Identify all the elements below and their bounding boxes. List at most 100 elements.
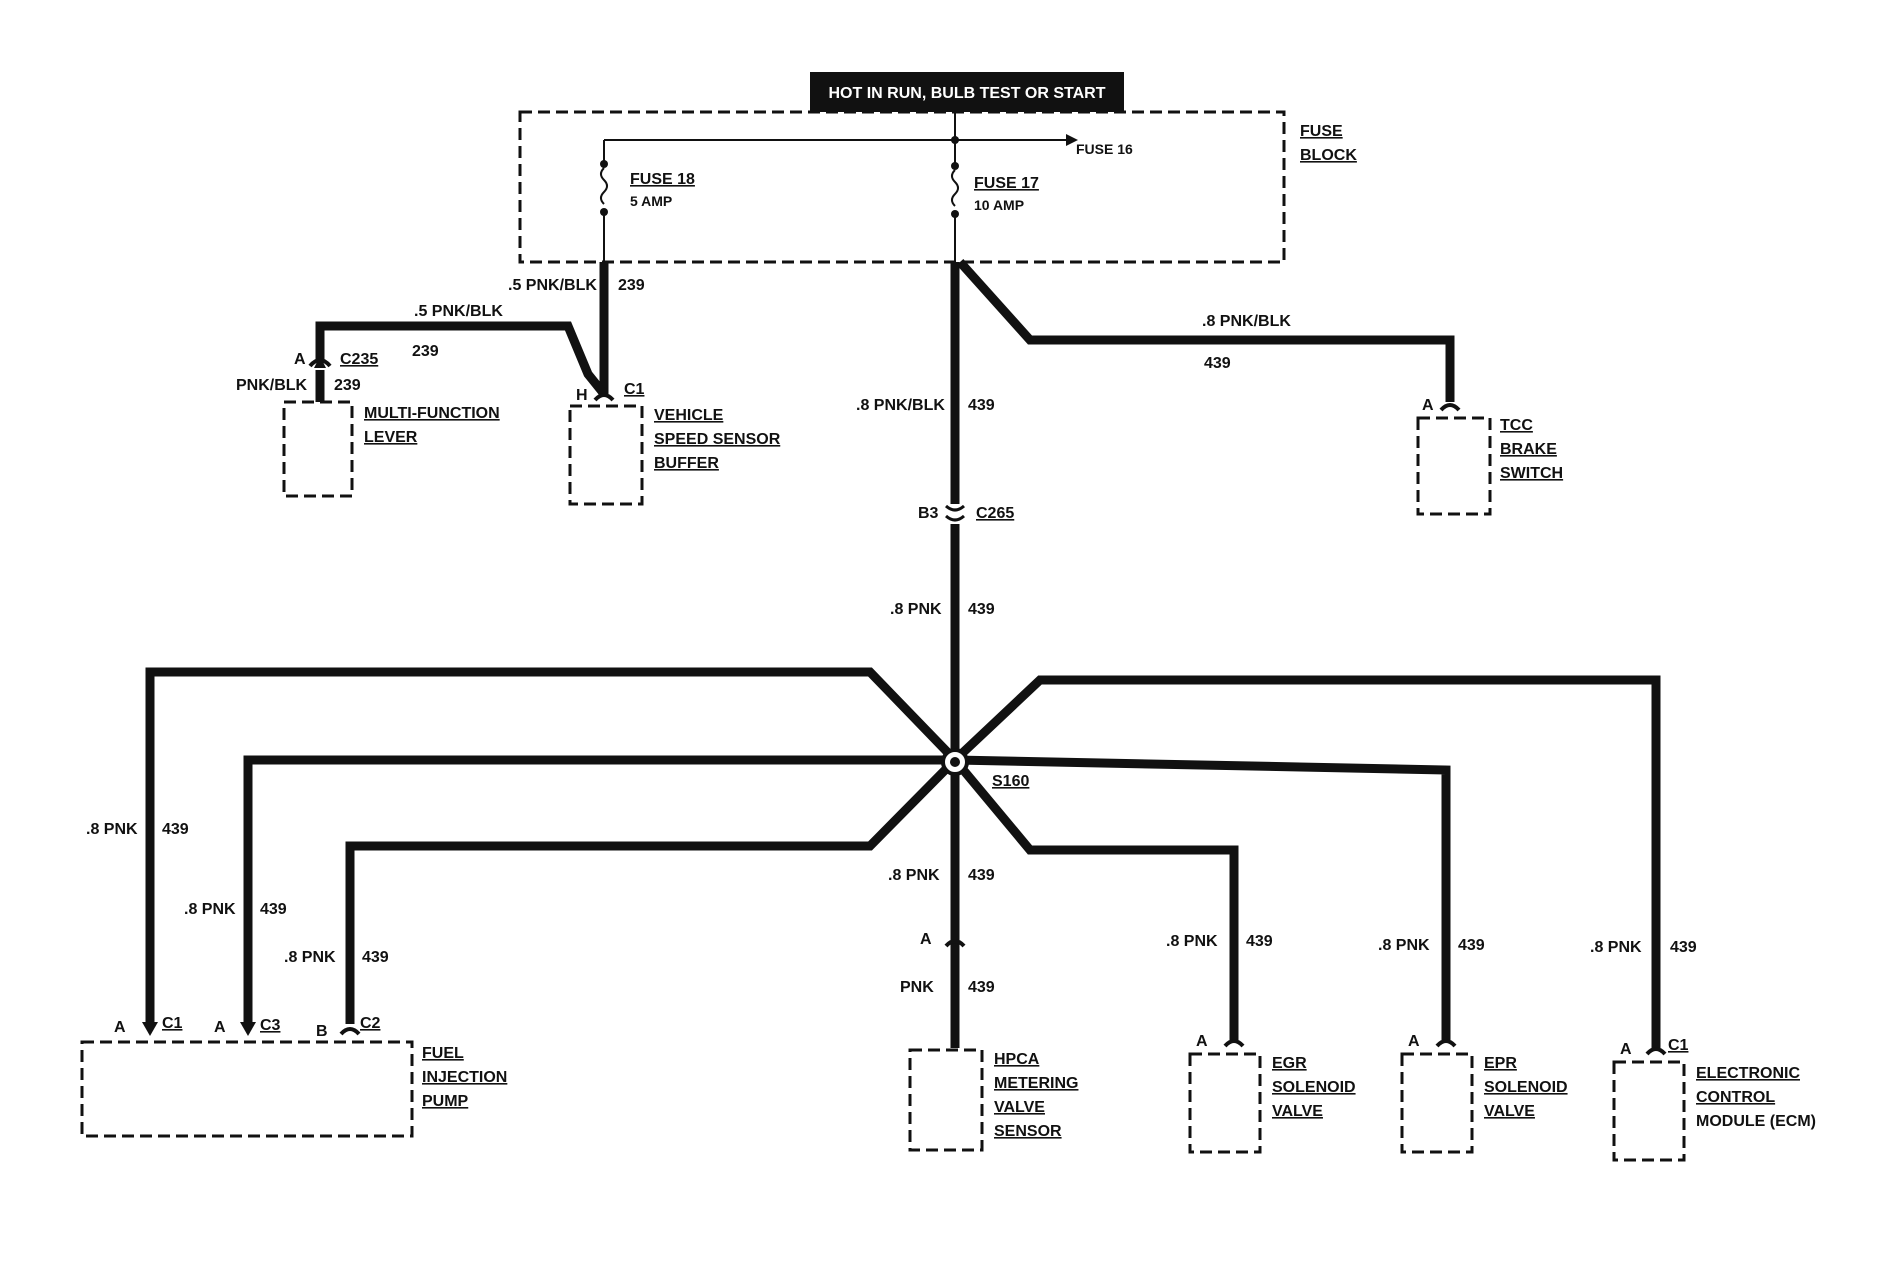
w-pump-c2-gauge: .8 PNK: [284, 949, 336, 966]
hpca-label-3: VALVE: [994, 1099, 1045, 1116]
w-lower-main-circuit: 439: [968, 601, 995, 618]
wire-to-epr: [954, 755, 1451, 1040]
splice-name: S160: [992, 773, 1029, 790]
hpca-label-2: METERING: [994, 1075, 1078, 1092]
fuse17-element: [951, 169, 959, 207]
splice-core: [950, 757, 960, 767]
c265-name: C265: [976, 505, 1014, 522]
vss-connector: [593, 393, 615, 402]
fuse18-rating: 5 AMP: [630, 193, 672, 209]
pump-c2-connector: [339, 1027, 361, 1036]
w-main-circuit: 439: [968, 397, 995, 414]
fuse18-node-top: [600, 160, 608, 168]
w-hpca-gauge: .8 PNK: [888, 867, 940, 884]
c265-connector: [945, 504, 965, 522]
pump-label-3: PUMP: [422, 1093, 469, 1110]
w-egr-circuit: 439: [1246, 933, 1273, 950]
epr-connector: [1435, 1039, 1457, 1048]
c265-pin: B3: [918, 505, 939, 522]
vss-label-1: VEHICLE: [654, 407, 724, 424]
vss-pin: H: [576, 387, 588, 404]
w-fuse18-gauge: .5 PNK/BLK: [508, 277, 597, 294]
wire-439-to-tcc: [956, 258, 1455, 402]
power-label: HOT IN RUN, BULB TEST OR START: [828, 85, 1105, 102]
mfl-label-2: LEVER: [364, 429, 418, 446]
tcc-box: [1416, 416, 1492, 516]
fuse18-name: FUSE 18: [630, 171, 695, 188]
ecm-label-3: MODULE (ECM): [1696, 1113, 1816, 1130]
w-mfl-drop-gauge: PNK/BLK: [236, 377, 308, 394]
w-pump-c1-gauge: .8 PNK: [86, 821, 138, 838]
pump-c2-pin: B: [316, 1023, 328, 1040]
pump-c3-name: C3: [260, 1017, 281, 1034]
wire-239-to-mfl: [315, 321, 608, 397]
w-mfl-drop-circuit: 239: [334, 377, 361, 394]
egr-connector: [1223, 1039, 1245, 1048]
tcc-label-2: BRAKE: [1500, 441, 1557, 458]
w-hpca-drop-gauge: PNK: [900, 979, 934, 996]
pump-c3-pin: A: [214, 1019, 226, 1036]
c235-name: C235: [340, 351, 378, 368]
w-mfl-gauge: .5 PNK/BLK: [414, 303, 503, 320]
w-egr-gauge: .8 PNK: [1166, 933, 1218, 950]
ecm-label-1: ELECTRONIC: [1696, 1065, 1800, 1082]
vss-label-2: SPEED SENSOR: [654, 431, 781, 448]
wire-to-pump-c2: [345, 756, 959, 1024]
pump-c1-name: C1: [162, 1015, 183, 1032]
w-epr-gauge: .8 PNK: [1378, 937, 1430, 954]
w-lower-main-gauge: .8 PNK: [890, 601, 942, 618]
egr-label-1: EGR: [1272, 1055, 1307, 1072]
tcc-label-1: TCC: [1500, 417, 1533, 434]
w-hpca-drop-circuit: 439: [968, 979, 995, 996]
fuse16-label: FUSE 16: [1076, 141, 1133, 157]
w-ecm-circuit: 439: [1670, 939, 1697, 956]
fuse-block-outline: [518, 110, 1286, 264]
w-hpca-circuit: 439: [968, 867, 995, 884]
c235-arrow: [314, 356, 326, 368]
mfl-label-1: MULTI-FUNCTION: [364, 405, 500, 422]
epr-label-3: VALVE: [1484, 1103, 1535, 1120]
pump-c3-arrow: [240, 1022, 256, 1036]
ecm-connector: [1645, 1047, 1667, 1056]
tcc-pin: A: [1422, 397, 1434, 414]
w-pump-c3-gauge: .8 PNK: [184, 901, 236, 918]
w-main-gauge: .8 PNK/BLK: [856, 397, 945, 414]
ecm-box: [1612, 1060, 1686, 1162]
w-mfl-circuit: 239: [412, 343, 439, 360]
hpca-box: [908, 1048, 984, 1152]
pump-label-1: FUEL: [422, 1045, 464, 1062]
w-ecm-gauge: .8 PNK: [1590, 939, 1642, 956]
w-epr-circuit: 439: [1458, 937, 1485, 954]
vss-box: [568, 404, 644, 506]
w-tcc-gauge: .8 PNK/BLK: [1202, 313, 1291, 330]
hpca-label-4: SENSOR: [994, 1123, 1062, 1140]
fuse-block-label-1: FUSE: [1300, 123, 1343, 140]
power-label-box: [810, 72, 1124, 112]
fuse17-node-top: [951, 162, 959, 170]
c235-pin: A: [294, 351, 306, 368]
egr-box: [1188, 1052, 1262, 1154]
wire-to-pump-c1: [145, 667, 959, 1024]
fuse18-element: [600, 167, 608, 205]
epr-label-2: SOLENOID: [1484, 1079, 1568, 1096]
wire-to-ecm: [951, 675, 1661, 1050]
ecm-label-2: CONTROL: [1696, 1089, 1775, 1106]
pump-box: [80, 1040, 414, 1138]
w-pump-c1-circuit: 439: [162, 821, 189, 838]
w-fuse18-circuit: 239: [618, 277, 645, 294]
epr-box: [1400, 1052, 1474, 1154]
vss-connector-name: C1: [624, 381, 645, 398]
hpca-connector: [944, 939, 966, 948]
tcc-label-3: SWITCH: [1500, 465, 1563, 482]
pump-c1-arrow: [142, 1022, 158, 1036]
fuse-block-label-2: BLOCK: [1300, 147, 1357, 164]
w-pump-c2-circuit: 439: [362, 949, 389, 966]
egr-label-3: VALVE: [1272, 1103, 1323, 1120]
pump-c1-pin: A: [114, 1019, 126, 1036]
tcc-connector: [1439, 403, 1461, 412]
mfl-box: [282, 400, 354, 498]
pump-label-2: INJECTION: [422, 1069, 507, 1086]
w-pump-c3-circuit: 439: [260, 901, 287, 918]
pump-c2-name: C2: [360, 1015, 381, 1032]
